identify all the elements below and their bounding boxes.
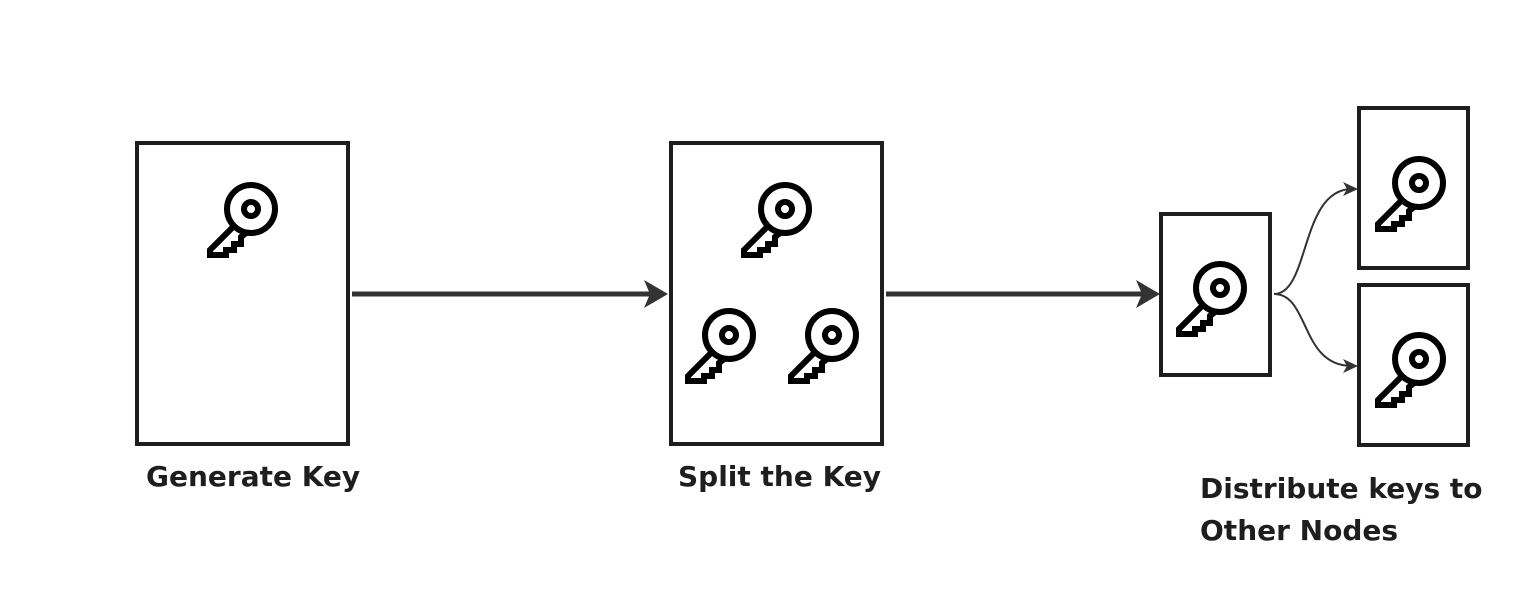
distribute-keys-label-line-2: Other Nodes (1200, 514, 1399, 547)
distribute-keys-label: Distribute keys to Other Nodes (1200, 468, 1483, 552)
source-node-box (1159, 212, 1272, 377)
arrowhead (1136, 280, 1160, 308)
node-box-1 (1357, 106, 1470, 270)
arrowhead (1343, 359, 1358, 373)
arrowhead (644, 280, 668, 308)
generate-key-box (135, 141, 350, 446)
connector-to-node-1 (1273, 188, 1353, 295)
generate-key-label: Generate Key (146, 460, 361, 493)
distribute-keys-label-line-1: Distribute keys to (1200, 472, 1483, 505)
split-key-label: Split the Key (678, 460, 882, 493)
arrowhead (1343, 182, 1358, 196)
split-key-box (669, 141, 884, 446)
connector-to-node-2 (1273, 293, 1353, 367)
